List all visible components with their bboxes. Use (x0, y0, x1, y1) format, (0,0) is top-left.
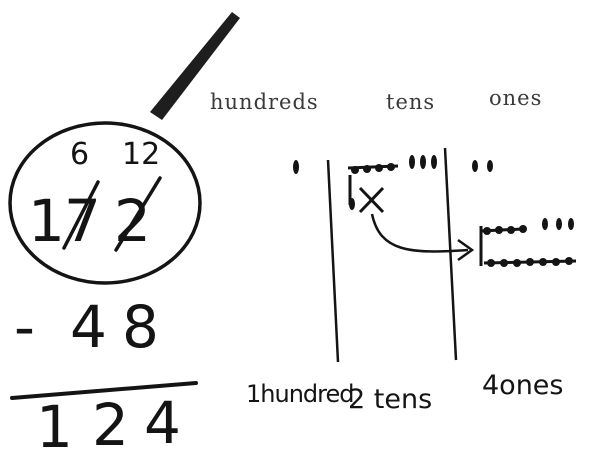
answer-line (10, 381, 198, 400)
minus-sign: - (14, 293, 35, 361)
crossout-seven (62, 180, 100, 250)
difference-ones-digit: 4 (144, 389, 181, 457)
magnifier-lens (8, 121, 202, 285)
answer-hundreds-label: 1hundred (246, 380, 354, 408)
ones-unit-mark (487, 160, 493, 172)
header-tens: tens (386, 90, 436, 114)
regrouped-tens-digit: 6 (70, 137, 90, 172)
regrouped-ones-digit: 12 (122, 137, 161, 172)
magnifier-handle (150, 12, 240, 120)
header-hundreds: hundreds (210, 90, 319, 114)
subtrahend-tens-digit: 4 (70, 293, 107, 361)
answer-tens-label: 2 tens (348, 384, 433, 415)
minuend-ones-digit: 2 (114, 187, 151, 255)
regroup-arrowhead (457, 238, 475, 262)
subtrahend-ones-digit: 8 (122, 293, 159, 361)
minuend-hundreds-digit: 1 (28, 187, 65, 255)
answer-ones-label: 4ones (482, 370, 564, 401)
minuend-tens-digit: 7 (64, 187, 101, 255)
regroup-arrow (370, 213, 469, 253)
difference-hundreds-digit: 1 (36, 393, 73, 460)
regrouped-ones-group (479, 218, 577, 267)
tens-tally-group (347, 155, 437, 214)
difference-tens-digit: 2 (92, 391, 129, 459)
hundreds-unit-mark (293, 160, 299, 174)
divider-tens-ones (443, 147, 458, 361)
header-ones: ones (489, 86, 543, 110)
crossout-two (114, 176, 162, 252)
divider-hundreds-tens (326, 159, 340, 363)
ones-unit-mark (472, 160, 478, 172)
